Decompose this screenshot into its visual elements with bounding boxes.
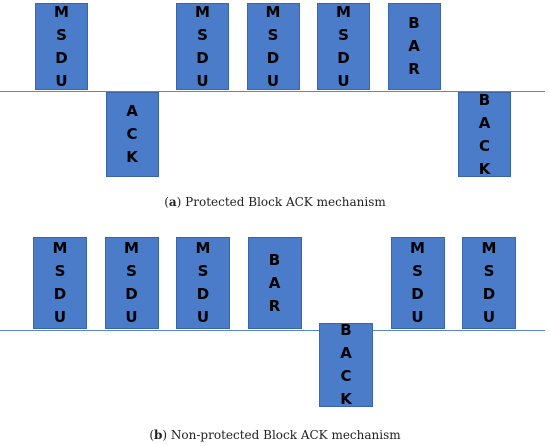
frame-letter: S (267, 25, 279, 44)
frame-letter: C (340, 367, 352, 385)
frame-letter: M (195, 239, 211, 257)
frame-letter: D (411, 285, 424, 303)
frame-letter: R (408, 60, 420, 78)
frame-letter: M (124, 239, 139, 257)
frame-letter: U (337, 71, 350, 90)
frame-letter: S (197, 262, 209, 280)
frame-letter: S (54, 262, 66, 280)
frame-letter: B (268, 250, 281, 269)
frame-letter: U (266, 71, 280, 90)
frame-letter: U (411, 308, 424, 326)
frame-letter: D (337, 48, 350, 67)
frame-letter: U (53, 308, 67, 326)
frame-letter: A (340, 344, 352, 362)
timeline-baseline (0, 330, 545, 331)
frame-letter: A (126, 102, 138, 120)
frame-letter: S (338, 25, 349, 44)
frame-letter: U (196, 308, 210, 326)
frame-letter: A (478, 113, 491, 132)
frame-letter: M (54, 2, 69, 21)
frame-letter: D (482, 285, 496, 303)
frame-letter: S (412, 262, 423, 280)
frame-letter: M (481, 239, 497, 257)
caption-protected: (a) Protected Block ACK mechanism (164, 195, 386, 209)
frame-letter: D (125, 285, 138, 303)
frame-letter: S (483, 262, 495, 280)
frame-letter: U (482, 308, 496, 326)
frame-letter: D (196, 285, 210, 303)
frame-letter: K (478, 159, 491, 178)
frame-letter: D (266, 48, 280, 67)
frame-letter: M (195, 2, 210, 21)
frame-letter: S (126, 262, 137, 280)
frame-letter: R (268, 296, 281, 315)
frame-letter: U (125, 308, 138, 326)
frame-letter: D (53, 285, 67, 303)
frame-letter: B (340, 321, 352, 339)
frame-letter: M (336, 2, 351, 21)
frame-letter: M (265, 2, 281, 21)
frame-letter: B (478, 90, 491, 109)
frame-letter: C (126, 125, 138, 143)
frame-letter: S (197, 25, 208, 44)
frame-letter: B (408, 14, 420, 32)
frame-letter: A (268, 273, 281, 292)
frame-letter: M (410, 239, 425, 257)
frame-letter: M (52, 239, 68, 257)
frame-letter: S (56, 25, 67, 44)
frame-letter: D (55, 48, 68, 67)
frame-letter: C (478, 136, 490, 155)
frame-letter: U (196, 71, 209, 90)
timeline-baseline (0, 91, 545, 92)
frame-letter: K (126, 148, 138, 166)
frame-letter: A (408, 37, 420, 55)
frame-letter: U (55, 71, 68, 90)
frame-letter: K (340, 390, 352, 408)
frame-letter: D (196, 48, 209, 67)
caption-non-protected: (b) Non-protected Block ACK mechanism (149, 428, 401, 442)
